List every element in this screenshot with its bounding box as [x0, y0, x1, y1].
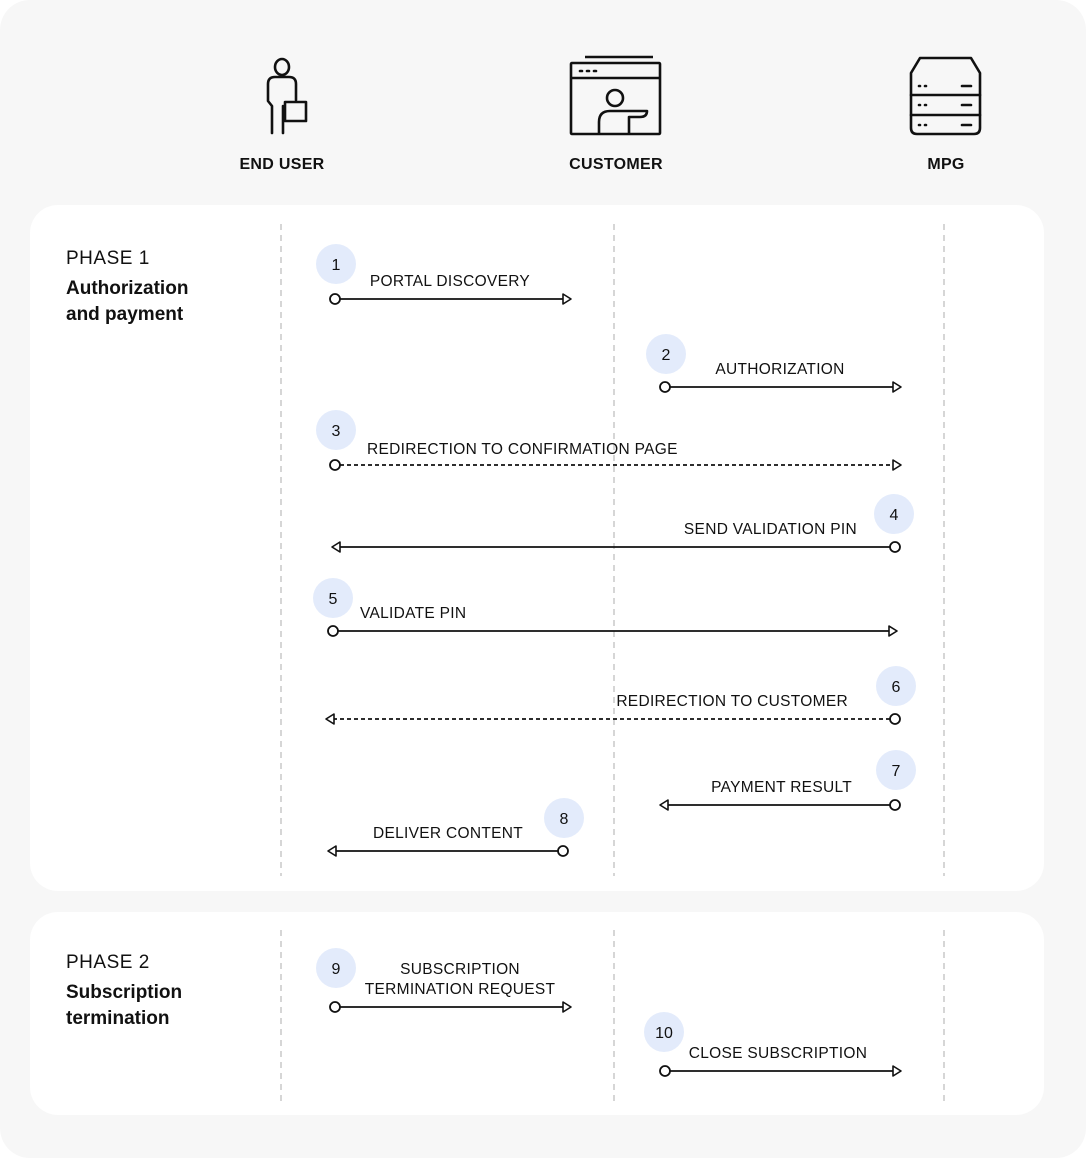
step-number-badge: [876, 666, 916, 706]
step-number-badge: [876, 750, 916, 790]
arrowhead: [892, 459, 902, 471]
step-number: 3: [332, 423, 341, 440]
actor-label-customer: CUSTOMER: [569, 156, 663, 173]
phase-2-title: Subscription termination: [66, 982, 187, 1029]
step-number-badge: [316, 410, 356, 450]
arrowhead: [892, 1065, 902, 1077]
arrowhead: [892, 381, 902, 393]
step-label: DELIVER CONTENT: [373, 825, 523, 842]
person-with-box-icon: [266, 57, 308, 135]
step-label: AUTHORIZATION: [715, 361, 844, 378]
message-origin-dot: [889, 541, 901, 553]
message-origin-dot: [557, 845, 569, 857]
step-number-badge: [316, 948, 356, 988]
message-origin-dot: [659, 1065, 671, 1077]
step-number: 5: [329, 591, 338, 608]
actor-label-mpg: MPG: [927, 156, 964, 173]
step-number-badge: [316, 244, 356, 284]
message-origin-dot: [889, 799, 901, 811]
step-number-badge: [644, 1012, 684, 1052]
arrowhead: [659, 799, 669, 811]
step-label: PAYMENT RESULT: [711, 779, 852, 796]
arrowhead: [325, 713, 335, 725]
step-label: VALIDATE PIN: [360, 605, 466, 622]
browser-window-user-icon: [569, 55, 662, 136]
message-origin-dot: [889, 713, 901, 725]
arrowhead: [562, 293, 572, 305]
step-number: 4: [890, 507, 899, 524]
arrowhead: [327, 845, 337, 857]
step-number-badge: [874, 494, 914, 534]
step-number: 8: [560, 811, 569, 828]
step-label: SEND VALIDATION PIN: [684, 521, 857, 538]
arrowhead: [562, 1001, 572, 1013]
message-origin-dot: [329, 459, 341, 471]
lifelines: [280, 224, 945, 1106]
actor-label-end-user: END USER: [239, 156, 324, 173]
step-number: 6: [892, 679, 901, 696]
step-number: 2: [662, 347, 671, 364]
step-number-badge: [646, 334, 686, 374]
phase-panel: [30, 912, 1044, 1115]
message-origin-dot: [329, 293, 341, 305]
phase-2-number: PHASE 2: [66, 952, 150, 973]
arrowhead: [888, 625, 898, 637]
phase-1-number: PHASE 1: [66, 248, 150, 269]
step-number-badge: [313, 578, 353, 618]
arrowhead: [331, 541, 341, 553]
phase-1-title: Authorization and payment: [66, 278, 194, 325]
step-number: 7: [892, 763, 901, 780]
server-rack-icon: [909, 56, 982, 136]
step-label: REDIRECTION TO CONFIRMATION PAGE: [367, 441, 678, 458]
step-label: CLOSE SUBSCRIPTION: [689, 1045, 868, 1062]
step-label: PORTAL DISCOVERY: [370, 273, 530, 290]
step-label: REDIRECTION TO CUSTOMER: [616, 693, 848, 710]
step-number: 1: [332, 257, 341, 274]
message-origin-dot: [659, 381, 671, 393]
step-number-badge: [544, 798, 584, 838]
step-number: 9: [332, 961, 341, 978]
message-origin-dot: [327, 625, 339, 637]
message-origin-dot: [329, 1001, 341, 1013]
step-number: 10: [655, 1025, 673, 1042]
